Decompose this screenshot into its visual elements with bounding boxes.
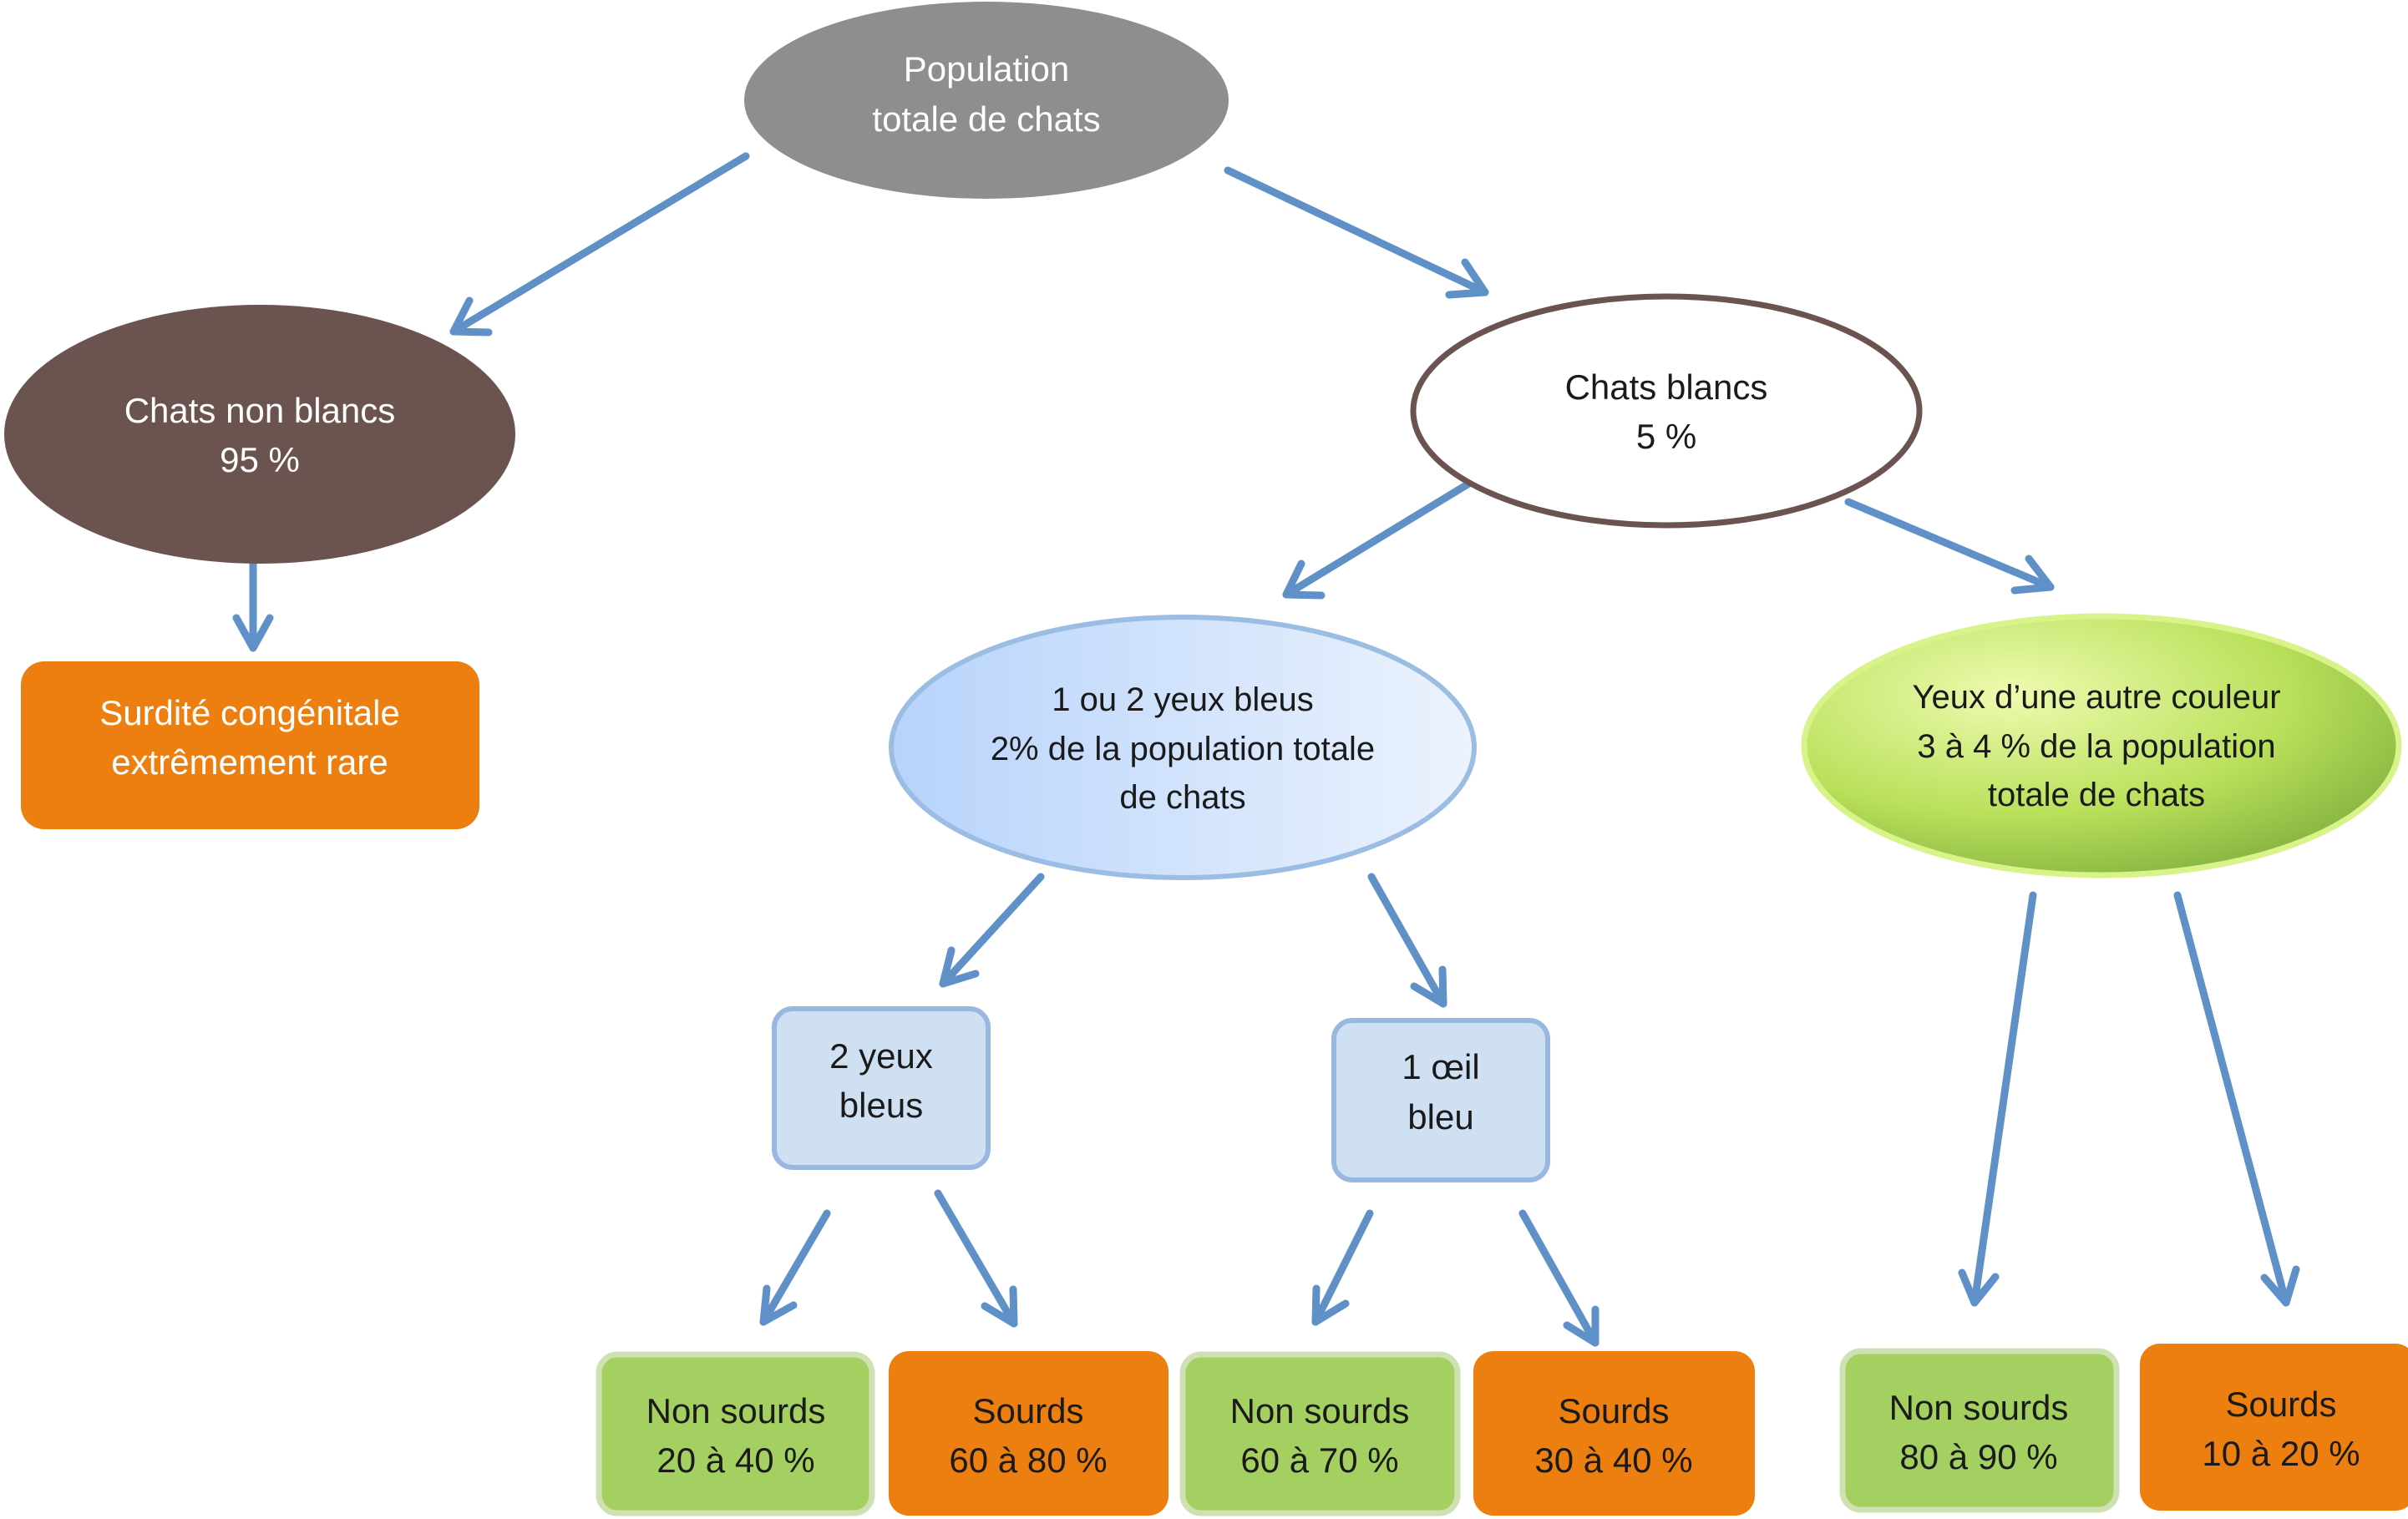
s-2y-box	[889, 1351, 1169, 1516]
s-1o-label-line1: Sourds	[1558, 1391, 1669, 1430]
ns-ac-box	[1839, 1348, 2120, 1513]
node-chats-non-blancs: Chats non blancs 95 %	[4, 305, 515, 564]
s-1o-label-line2: 30 à 40 %	[1534, 1441, 1692, 1480]
autre-couleur-label-line3: totale de chats	[1988, 777, 2205, 813]
ns-ac-label-line2: 80 à 90 %	[1899, 1437, 2057, 1476]
node-sourds-1-oeil: Sourds 30 à 40 %	[1473, 1351, 1755, 1516]
arrow-blancs-to-autre-couleur	[1844, 498, 2055, 595]
un-oeil-label-line2: bleu	[1407, 1097, 1473, 1137]
node-deux-yeux-bleus: 2 yeux bleus	[772, 1006, 991, 1170]
surdite-box	[21, 661, 479, 829]
node-non-sourds-1-oeil: Non sourds 60 à 70 %	[1179, 1351, 1461, 1516]
arrow-yeux-bleus-to-deux-yeux	[939, 873, 1045, 988]
node-surdite-congenitale: Surdité congénitale extrêmement rare	[21, 661, 479, 829]
arrow-un-oeil-to-non-sourds	[1311, 1209, 1374, 1326]
node-sourds-autre-couleur: Sourds 10 à 20 %	[2140, 1344, 2408, 1511]
node-yeux-bleus: 1 ou 2 yeux bleus 2% de la population to…	[889, 615, 1477, 880]
yeux-bleus-label-line3: de chats	[1119, 779, 1245, 816]
node-population-totale: Population totale de chats	[744, 2, 1229, 199]
arrow-population-to-blancs	[1224, 166, 1489, 299]
non-blancs-label-line2: 95 %	[220, 440, 300, 479]
ns-ac-label-line1: Non sourds	[1889, 1388, 2069, 1427]
node-non-sourds-2-yeux: Non sourds 20 à 40 %	[596, 1351, 875, 1516]
node-autre-couleur: Yeux d’une autre couleur 3 à 4 % de la p…	[1801, 613, 2402, 878]
ns-1o-label-line2: 60 à 70 %	[1240, 1441, 1398, 1480]
blancs-ellipse	[1410, 293, 1923, 529]
ns-1o-label-line1: Non sourds	[1230, 1391, 1410, 1430]
arrow-un-oeil-to-sourds	[1518, 1209, 1599, 1347]
ns-2y-label-line2: 20 à 40 %	[656, 1441, 814, 1480]
arrow-deux-yeux-to-sourds	[934, 1189, 1018, 1328]
non-blancs-ellipse	[4, 305, 515, 564]
s-2y-label-line1: Sourds	[972, 1391, 1083, 1430]
surdite-label-line1: Surdité congénitale	[99, 693, 400, 732]
arrow-deux-yeux-to-non-sourds	[759, 1209, 831, 1326]
deux-yeux-box	[772, 1006, 991, 1170]
arrow-autre-couleur-to-non-sourds	[1958, 891, 2037, 1307]
ns-2y-label-line1: Non sourds	[646, 1391, 826, 1430]
un-oeil-box	[1331, 1018, 1550, 1182]
node-non-sourds-autre-couleur: Non sourds 80 à 90 %	[1839, 1348, 2120, 1513]
deux-yeux-label-line2: bleus	[839, 1086, 923, 1125]
arrow-yeux-bleus-to-un-oeil	[1367, 873, 1447, 1008]
ns-2y-box	[596, 1351, 875, 1516]
un-oeil-label-line1: 1 œil	[1402, 1047, 1479, 1086]
arrow-population-to-non-blancs	[449, 152, 750, 337]
population-label-line2: totale de chats	[872, 99, 1100, 139]
autre-couleur-ellipse	[1801, 613, 2402, 878]
node-chats-blancs: Chats blancs 5 %	[1410, 293, 1923, 529]
node-sourds-2-yeux: Sourds 60 à 80 %	[889, 1351, 1169, 1516]
yeux-bleus-label-line2: 2% de la population totale	[991, 731, 1375, 767]
blancs-label-line2: 5 %	[1636, 417, 1696, 456]
s-ac-box	[2140, 1344, 2408, 1511]
arrow-blancs-to-yeux-bleus	[1282, 478, 1476, 600]
surdite-label-line2: extrêmement rare	[111, 742, 388, 782]
arrow-autre-couleur-to-sourds	[2173, 891, 2300, 1307]
yeux-bleus-ellipse	[889, 615, 1477, 880]
yeux-bleus-label-line1: 1 ou 2 yeux bleus	[1052, 681, 1314, 718]
arrow-non-blancs-to-surdite	[232, 558, 274, 652]
population-ellipse	[744, 2, 1229, 199]
autre-couleur-label-line2: 3 à 4 % de la population	[1917, 728, 2275, 765]
ns-1o-box	[1179, 1351, 1461, 1516]
s-ac-label-line1: Sourds	[2225, 1385, 2336, 1424]
s-1o-box	[1473, 1351, 1755, 1516]
blancs-label-line1: Chats blancs	[1565, 367, 1768, 407]
deux-yeux-label-line1: 2 yeux	[829, 1036, 933, 1076]
s-ac-label-line2: 10 à 20 %	[2202, 1434, 2360, 1473]
node-un-oeil-bleu: 1 œil bleu	[1331, 1018, 1550, 1182]
non-blancs-label-line1: Chats non blancs	[124, 391, 396, 430]
autre-couleur-label-line1: Yeux d’une autre couleur	[1912, 679, 2280, 716]
s-2y-label-line2: 60 à 80 %	[949, 1441, 1107, 1480]
population-label-line1: Population	[904, 49, 1070, 89]
connector-arrows	[232, 152, 2300, 1347]
